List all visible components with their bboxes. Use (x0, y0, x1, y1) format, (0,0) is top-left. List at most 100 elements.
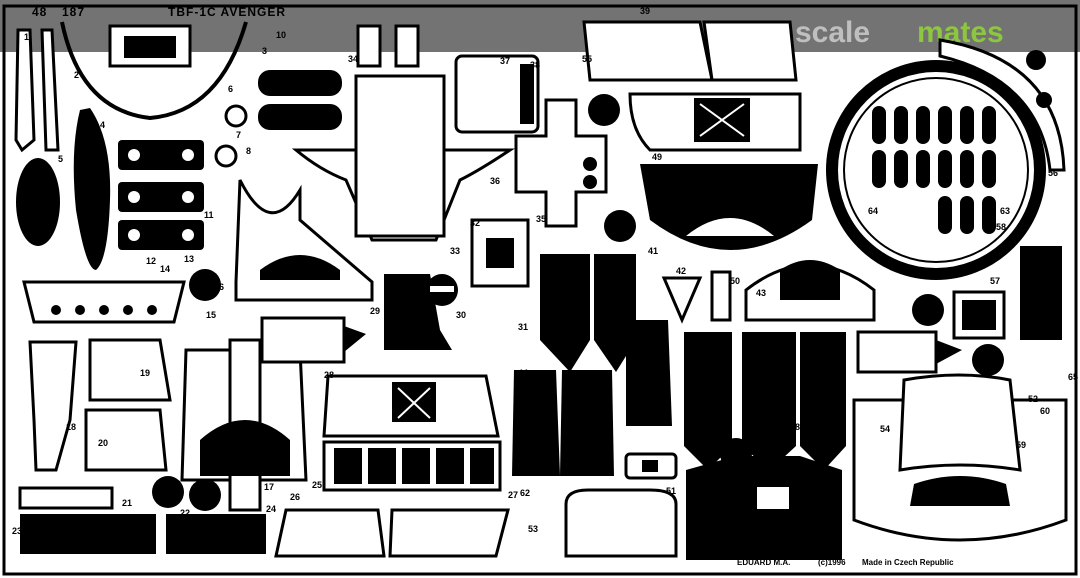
part-number-32: 32 (470, 218, 480, 228)
part-number-16: 16 (214, 282, 224, 292)
part-instrument-panel-lower (234, 179, 374, 302)
part-straps-top (258, 70, 342, 130)
part-box-57 (952, 290, 1006, 340)
part-number-11: 11 (204, 210, 214, 220)
part-number-52: 52 (1028, 394, 1038, 404)
part-number-18: 18 (66, 422, 76, 432)
part-bracket-row (118, 140, 204, 250)
part-number-9: 9 (176, 186, 181, 196)
part-panel-35 (514, 98, 608, 228)
part-number-41: 41 (648, 246, 658, 256)
part-rudder-pedal-center (180, 338, 308, 512)
part-small-50 (624, 452, 678, 480)
part-grille-25 (322, 440, 502, 492)
part-number-13: 13 (184, 254, 194, 264)
part-number-40: 40 (552, 294, 562, 304)
part-lever-34 (356, 24, 420, 68)
part-number-42: 42 (676, 266, 686, 276)
part-hatch-29 (628, 92, 802, 152)
part-number-30: 30 (456, 310, 466, 320)
part-ring-7 (224, 104, 248, 128)
part-number-29: 29 (370, 306, 380, 316)
part-canopy-frame (60, 21, 248, 121)
part-number-4: 4 (100, 120, 105, 130)
part-panel-39 (582, 20, 798, 82)
part-bracket-set (84, 338, 172, 472)
part-number-15: 15 (206, 310, 216, 320)
part-box-32 (470, 218, 530, 288)
part-disc-12 (189, 269, 221, 301)
part-fins-44-45 (512, 320, 672, 476)
part-number-51: 51 (666, 486, 676, 496)
part-number-27: 27 (508, 490, 518, 500)
part-number-24: 24 (266, 504, 276, 514)
part-number-33: 33 (450, 246, 460, 256)
part-number-44: 44 (518, 368, 528, 378)
part-number-58: 58 (996, 222, 1006, 232)
part-number-63: 63 (1000, 206, 1010, 216)
part-disc-23 (604, 210, 636, 242)
part-disc-55 (588, 94, 620, 126)
part-strips-26-27 (274, 508, 510, 558)
part-number-35: 35 (536, 214, 546, 224)
part-number-34: 34 (348, 54, 358, 64)
part-number-10: 10 (276, 30, 286, 40)
part-number-3: 3 (262, 46, 267, 56)
part-strip-1 (14, 28, 60, 153)
part-number-62: 62 (520, 488, 530, 498)
part-number-64: 64 (868, 206, 878, 216)
part-number-12: 12 (146, 256, 156, 266)
part-number-17: 17 (264, 482, 274, 492)
part-seat-back-59 (852, 373, 1068, 542)
part-strip-30 (710, 270, 732, 322)
part-number-38: 38 (530, 60, 540, 70)
part-seat-cushion (73, 108, 111, 270)
part-number-50: 50 (730, 276, 740, 286)
set-number: 48 (32, 5, 47, 19)
part-number-45: 45 (564, 376, 574, 386)
part-bracket-top-center (454, 54, 540, 134)
part-ring-8 (214, 144, 238, 168)
part-fin-right (1020, 246, 1062, 340)
part-dome-49 (640, 164, 818, 250)
part-number-31: 31 (518, 322, 528, 332)
part-gunsight-right (856, 330, 962, 374)
part-number-26: 26 (290, 492, 300, 502)
part-number-57: 57 (990, 276, 1000, 286)
part-oval-panel (16, 158, 60, 246)
part-number-59: 59 (1016, 440, 1026, 450)
part-number-23: 23 (12, 526, 22, 536)
part-number-43: 43 (756, 288, 766, 298)
part-number-46: 46 (560, 354, 570, 364)
part-gunsight (260, 316, 366, 364)
part-number-6: 6 (228, 84, 233, 94)
footer-made-in: Made in Czech Republic (862, 558, 954, 567)
part-number-53: 53 (528, 524, 538, 534)
part-tray (22, 280, 186, 324)
part-number-65: 65 (1068, 372, 1078, 382)
part-number-19: 19 (140, 368, 150, 378)
part-disc-22c (720, 438, 752, 470)
set-code: 187 (62, 5, 85, 19)
part-bottom-strips-left (18, 476, 266, 554)
part-number-22: 22 (180, 508, 190, 518)
part-tall-fins-40 (540, 254, 636, 372)
part-number-54: 54 (880, 424, 890, 434)
part-number-37: 37 (500, 56, 510, 66)
part-number-5: 5 (58, 154, 63, 164)
part-number-20: 20 (98, 438, 108, 448)
part-triangle-42 (661, 276, 703, 324)
part-number-8: 8 (246, 146, 251, 156)
part-number-56: 56 (1048, 168, 1058, 178)
part-disc-22b (972, 344, 1004, 376)
part-disc-22 (912, 294, 944, 326)
part-rudder-pedal-left (28, 340, 78, 472)
footer-brand: EDUARD M.A. (737, 558, 790, 567)
part-number-2: 2 (74, 70, 79, 80)
part-number-55: 55 (582, 54, 592, 64)
part-plate-43 (744, 260, 876, 322)
part-cockpit-side-28 (322, 374, 500, 438)
part-lever-panel-48 (684, 332, 846, 470)
part-number-47: 47 (658, 328, 668, 338)
